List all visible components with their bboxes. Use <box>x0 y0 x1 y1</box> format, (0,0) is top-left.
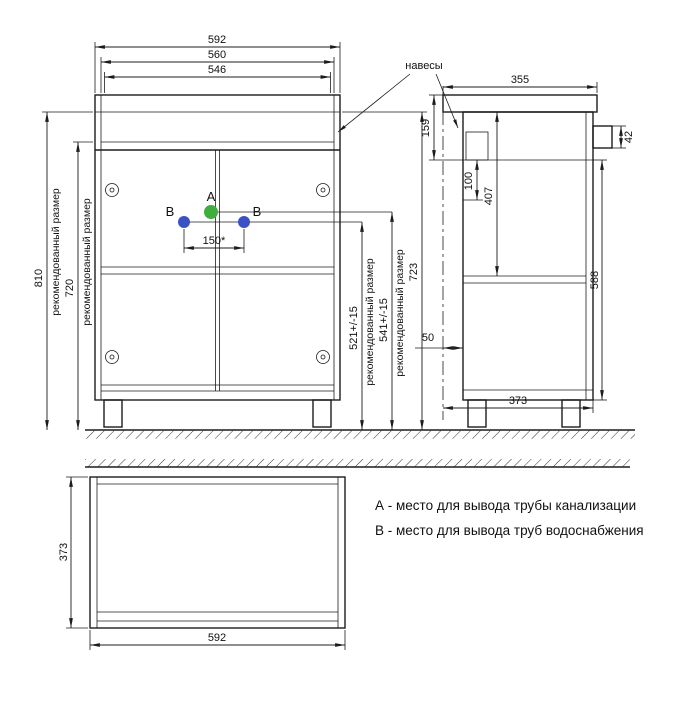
dim-width-outer: 592 <box>94 34 341 93</box>
leg-left <box>103 399 123 428</box>
svg-text:546: 546 <box>208 64 226 76</box>
point-b-label-left: B <box>166 204 175 219</box>
hinge-side-icon <box>465 131 489 161</box>
svg-text:355: 355 <box>511 74 529 86</box>
dim-plan-depth-373: 373 <box>58 476 88 629</box>
svg-text:592: 592 <box>208 34 226 46</box>
svg-text:723: 723 <box>408 263 420 281</box>
svg-text:592: 592 <box>208 632 226 644</box>
dim-front-height-588: 588 <box>589 159 607 401</box>
leg-back <box>467 399 487 428</box>
dim-height-recommended-810: 810 рекомендованный размер <box>33 111 93 430</box>
point-b-label-right: B <box>253 204 262 219</box>
svg-text:100: 100 <box>463 172 475 190</box>
point-b-water-right <box>238 216 250 228</box>
point-a-drain <box>204 205 218 219</box>
recommended-size-label: рекомендованный размер <box>50 188 62 316</box>
dim-width-mid: 560 <box>100 49 335 93</box>
svg-text:373: 373 <box>509 395 527 407</box>
hinge-icon <box>105 350 119 364</box>
leg-right <box>312 399 332 428</box>
hinges-callout: навесы <box>337 60 459 133</box>
svg-text:373: 373 <box>58 543 70 561</box>
dim-plan-width-592: 592 <box>89 630 346 650</box>
dim-height-a-541: 541+/-15 рекомендованный размер <box>378 212 406 430</box>
dim-handle-42: 42 <box>612 125 635 149</box>
svg-text:541+/-15: 541+/-15 <box>378 298 390 342</box>
point-b-water-left <box>178 216 190 228</box>
dim-depth-bottom-373: 373 <box>443 395 594 413</box>
hinges-label: навесы <box>405 60 443 72</box>
svg-text:159: 159 <box>420 119 432 137</box>
dim-wall-gap-50: 50 <box>415 332 463 350</box>
cabinet-side-outline <box>442 94 613 428</box>
dim-depth-top-355: 355 <box>443 74 598 93</box>
dim-door-top-407: 407 <box>483 112 499 276</box>
plan-view: 373 592 <box>58 476 346 650</box>
hinge-icon <box>316 183 330 197</box>
dim-width-inner: 546 <box>104 64 331 93</box>
dim-height-cabinet-720: 720 рекомендованный размер <box>64 141 93 430</box>
hinge-icon <box>105 183 119 197</box>
leg-front <box>561 399 581 428</box>
svg-text:810: 810 <box>33 269 45 287</box>
wall-hatch-line <box>85 459 630 468</box>
svg-text:560: 560 <box>208 49 226 61</box>
svg-text:150*: 150* <box>203 235 226 247</box>
svg-text:521+/-15: 521+/-15 <box>348 306 360 350</box>
svg-text:42: 42 <box>623 131 635 143</box>
legend-item-a: А - место для вывода трубы канализации <box>375 498 636 513</box>
ground-hatch-line <box>85 429 635 439</box>
dim-hinge-offset-100: 100 <box>463 160 483 201</box>
legend-item-b: В - место для вывода труб водоснабжения <box>375 523 644 538</box>
recommended-size-label: рекомендованный размер <box>81 198 93 326</box>
svg-text:720: 720 <box>64 279 76 297</box>
svg-text:407: 407 <box>483 187 495 205</box>
cabinet-plan-outline <box>89 476 346 629</box>
dim-b-spacing: 150* <box>183 229 245 253</box>
side-view: 355 42 159 100 407 588 <box>415 74 635 428</box>
svg-text:588: 588 <box>589 271 601 289</box>
svg-text:50: 50 <box>422 332 434 344</box>
legend: А - место для вывода трубы канализации В… <box>375 498 644 538</box>
handle-profile <box>592 125 613 149</box>
front-view: A B B 150* 592 560 546 <box>33 34 459 430</box>
hinge-icon <box>316 350 330 364</box>
recommended-size-label: рекомендованный размер <box>364 258 376 386</box>
dim-height-b-521: 521+/-15 рекомендованный размер <box>348 222 376 430</box>
recommended-size-label: рекомендованный размер <box>394 249 406 377</box>
dim-top-section-159: 159 <box>420 94 463 161</box>
point-a-label: A <box>207 189 216 204</box>
dim-height-total-723: 723 <box>342 111 427 430</box>
cabinet-front-outline <box>94 94 341 401</box>
